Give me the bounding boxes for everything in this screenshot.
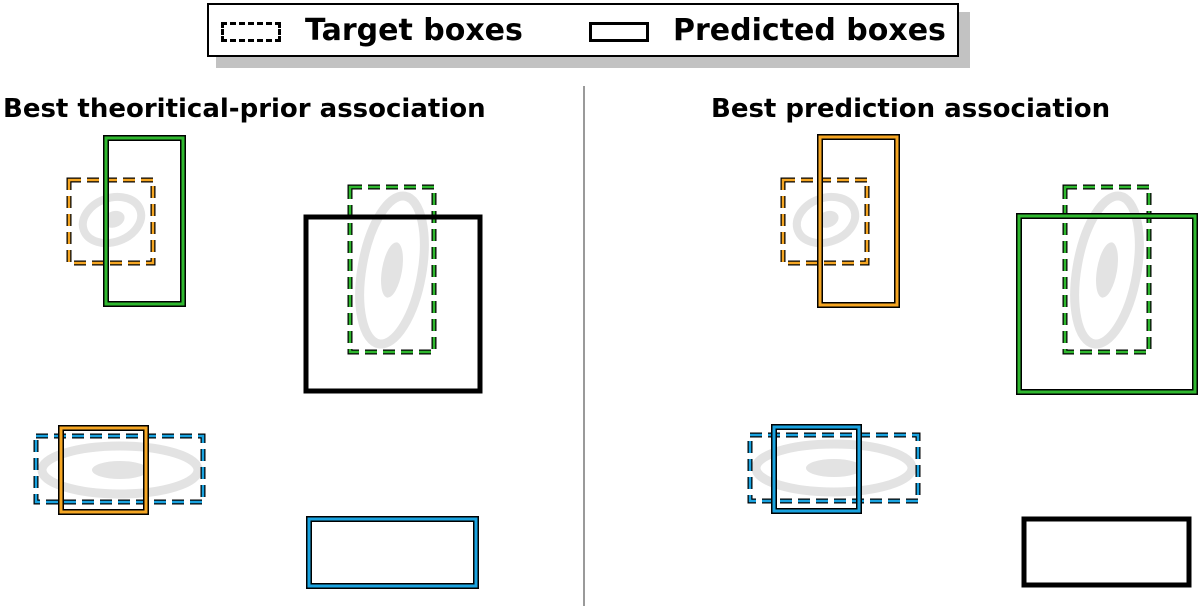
target-box-blue — [747, 432, 921, 504]
predicted-box-green — [103, 135, 186, 307]
predicted-box-unmatched — [1021, 516, 1192, 588]
right-panel — [747, 134, 1198, 588]
legend: Target boxes Predicted boxes — [207, 3, 959, 57]
target-box-green — [1062, 184, 1152, 355]
panel-divider — [583, 86, 585, 606]
galaxy-icon — [751, 439, 917, 497]
predicted-box-blue — [306, 516, 479, 589]
target-box-swatch-icon — [221, 22, 281, 42]
predicted-box-blue — [771, 424, 862, 514]
galaxy-icon — [37, 441, 203, 499]
target-box-orange — [66, 177, 156, 266]
target-box-blue — [33, 433, 206, 505]
predicted-box-unmatched — [303, 214, 483, 394]
left-panel — [33, 135, 483, 589]
predicted-box-orange — [817, 134, 900, 308]
predicted-box-green — [1016, 213, 1198, 395]
legend-predicted-label: Predicted boxes — [673, 13, 946, 48]
predicted-box-swatch-icon — [589, 22, 649, 42]
galaxy-icon — [78, 192, 146, 248]
legend-target-label: Target boxes — [305, 13, 523, 48]
left-panel-title: Best theoritical-prior association — [3, 94, 486, 124]
predicted-box-orange — [58, 425, 149, 515]
target-box-green — [347, 184, 437, 355]
galaxy-icon — [1070, 191, 1144, 349]
right-panel-title: Best prediction association — [711, 94, 1111, 124]
target-box-orange — [780, 177, 870, 266]
galaxy-icon — [792, 192, 860, 248]
